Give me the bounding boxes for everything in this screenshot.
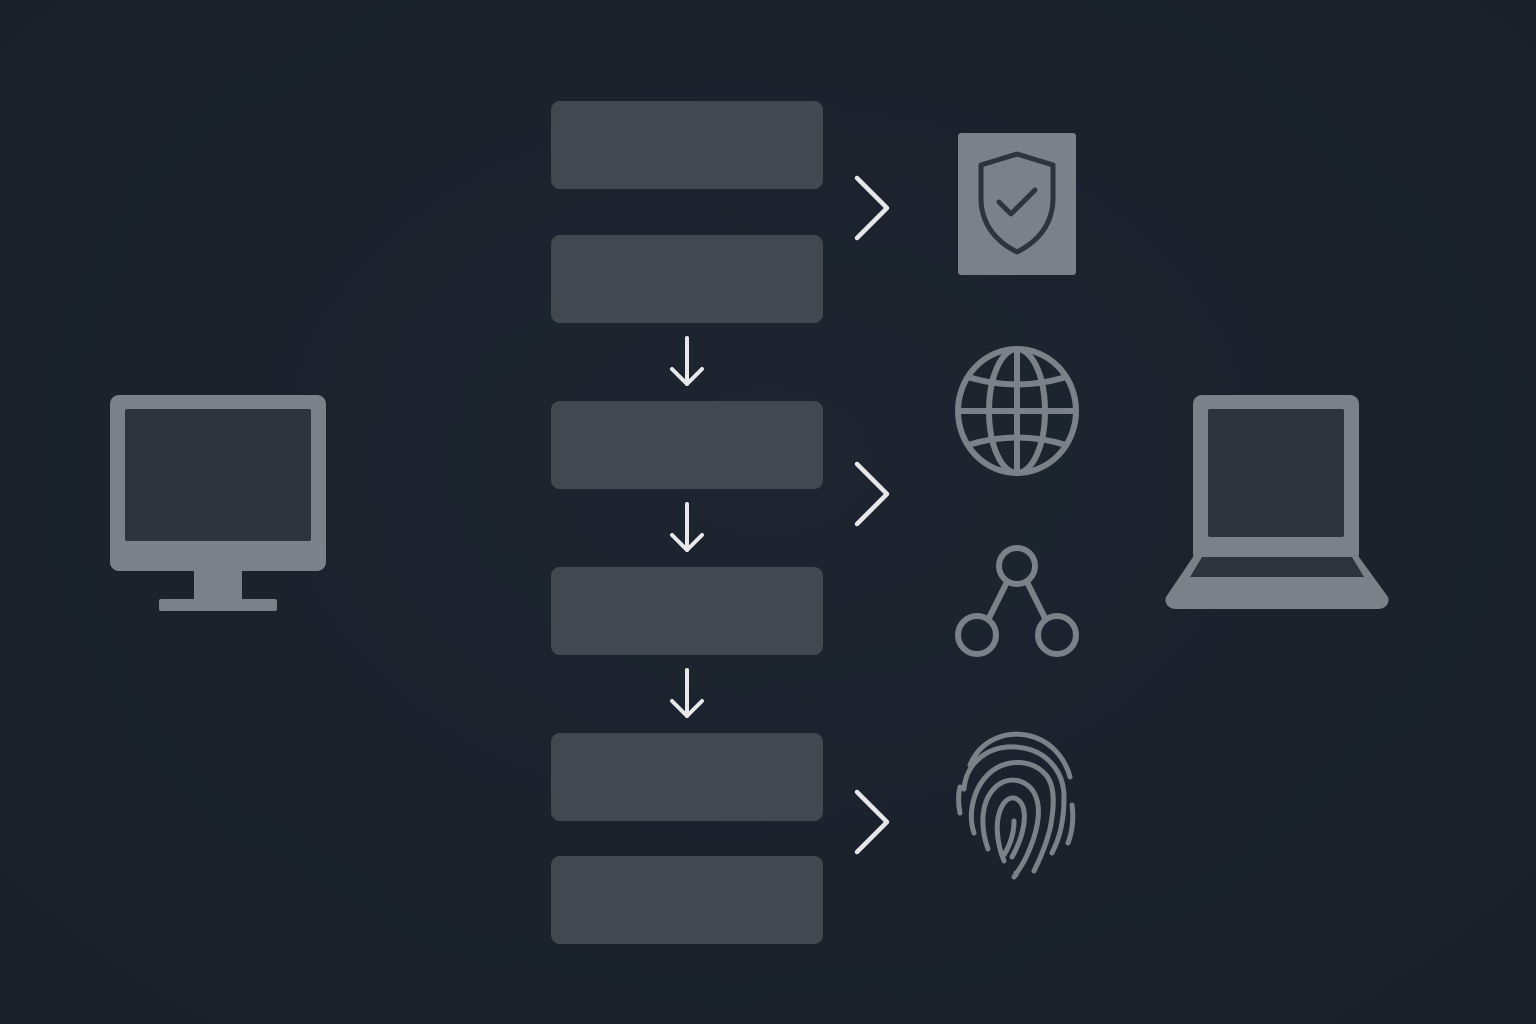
chevron-right-icon	[854, 461, 890, 527]
pipeline-block-5	[551, 733, 823, 821]
pipeline-block-2	[551, 235, 823, 323]
pipeline-block-1	[551, 101, 823, 189]
down-arrow-icon	[670, 502, 704, 552]
fingerprint-icon	[956, 731, 1076, 880]
desktop-monitor-icon	[110, 395, 326, 611]
pipeline-block-3	[551, 401, 823, 489]
laptop-icon	[1165, 395, 1389, 609]
down-arrow-icon	[670, 336, 704, 386]
chevron-right-icon	[854, 789, 890, 855]
down-arrow-icon	[670, 668, 704, 718]
network-nodes-icon	[955, 545, 1079, 657]
pipeline-block-4	[551, 567, 823, 655]
shield-check-icon	[958, 133, 1076, 275]
globe-icon	[955, 346, 1079, 476]
chevron-right-icon	[854, 175, 890, 241]
pipeline-block-6	[551, 856, 823, 944]
